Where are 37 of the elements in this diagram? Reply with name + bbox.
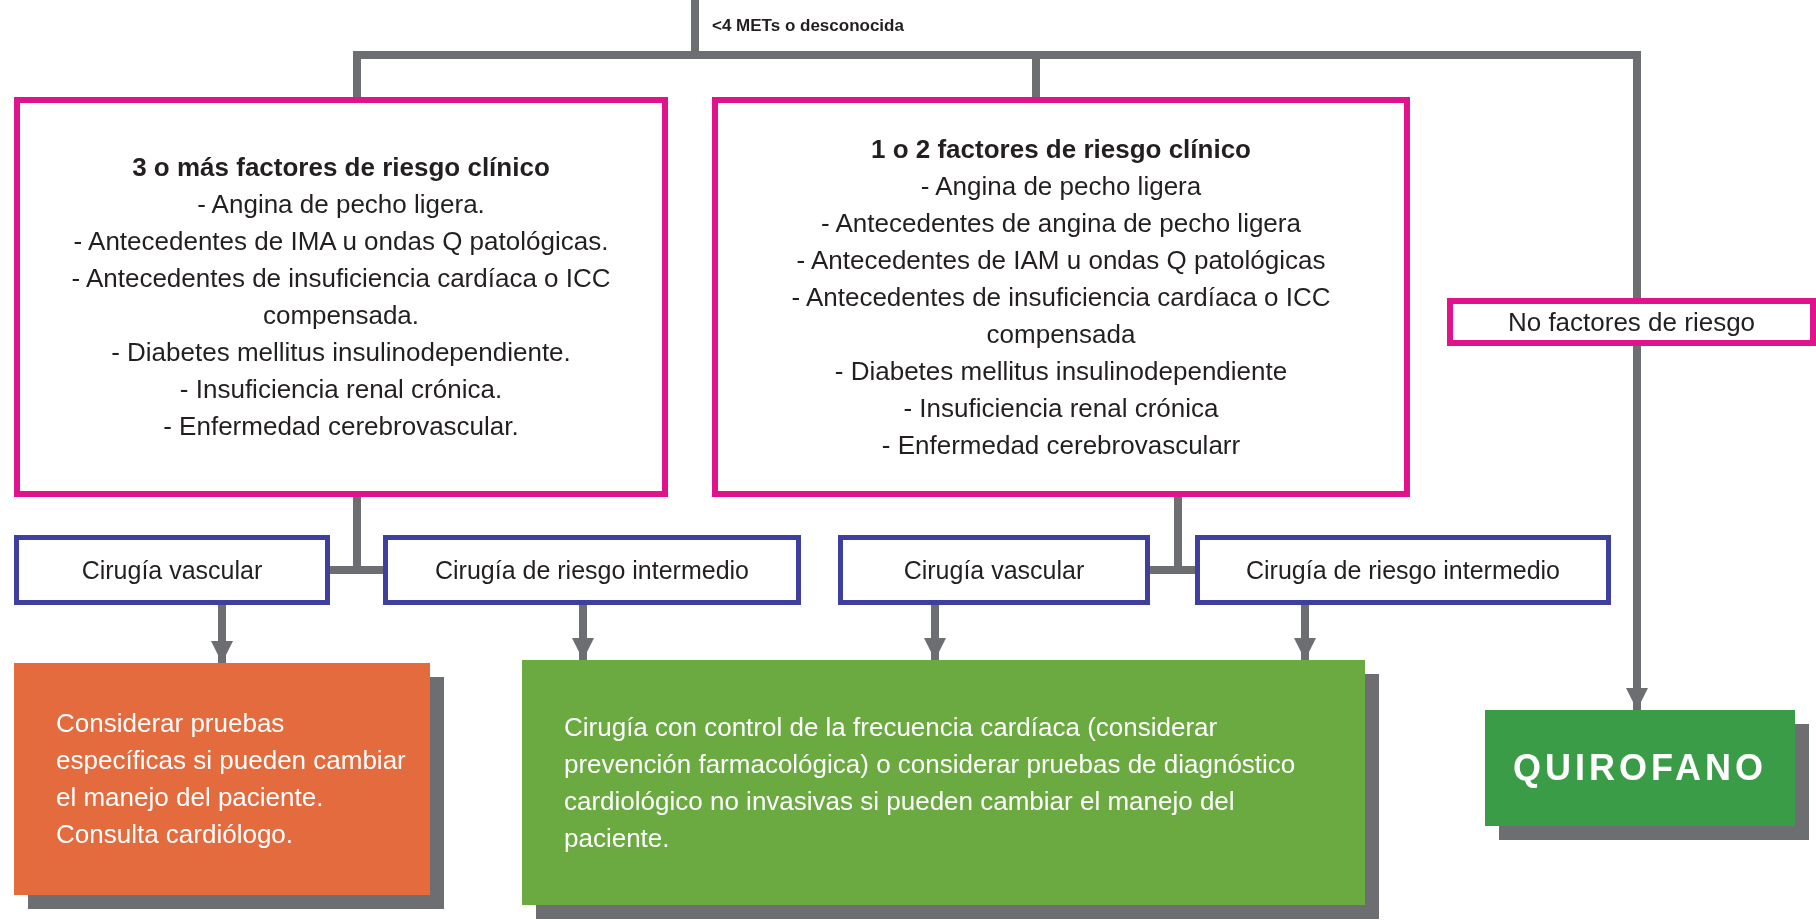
list-item: - Insuficiencia renal crónica xyxy=(902,391,1220,425)
risk-factor-box xyxy=(1447,298,1816,346)
list-item: - Diabetes mellitus insulinodependiente. xyxy=(110,336,572,369)
box-heading: 3 o más factores de riesgo clínico xyxy=(131,151,551,184)
arrow xyxy=(1294,605,1316,660)
list-item: - Antecedentes de IAM u ondas Q patológicas xyxy=(795,243,1327,277)
box-label: QUIROFANO xyxy=(1512,747,1768,789)
list-item: - Insuficiencia renal crónica. xyxy=(178,373,504,406)
list-item: - Antecedentes de IMA u ondas Q patológicas. xyxy=(72,225,610,258)
box-text: No factores de riesgo xyxy=(1506,305,1757,339)
box-text: Considerar pruebas específicas si pueden cambiar el manejo del paciente. xyxy=(56,707,407,814)
list-item: - Angina de pecho ligera. xyxy=(196,188,486,221)
list-item: - Angina de pecho ligera xyxy=(919,169,1203,203)
arrow xyxy=(572,605,594,660)
surgery-type-box xyxy=(1195,535,1611,605)
arrow xyxy=(1626,346,1648,710)
risk-factor-box xyxy=(712,97,1410,497)
box-heading: 1 o 2 factores de riesgo clínico xyxy=(870,132,1252,166)
box-text: Cirugía vascular xyxy=(902,555,1086,585)
box-text: Cirugía de riesgo intermedio xyxy=(433,555,751,585)
list-item: - Antecedentes de angina de pecho ligera xyxy=(820,206,1302,240)
list-item: - Antecedentes de insuficiencia cardíaca o ICC compensada. xyxy=(70,262,612,332)
box-text: Cirugía con control de la frecuencia cardíaca (considerar prevención farmacológica) o considerar pruebas de diagnóstico cardiológico no invasivas si pueden cambiar el manejo del paciente. xyxy=(564,710,1297,855)
box-text: Cirugía de riesgo intermedio xyxy=(1244,555,1562,585)
arrow xyxy=(924,605,946,660)
list-item: - Enfermedad cerebrovascular. xyxy=(162,410,520,443)
box-text: Consulta cardiólogo. xyxy=(56,818,295,851)
connector-line xyxy=(691,0,1641,298)
surgery-type-box xyxy=(383,535,801,605)
list-item: - Antecedentes de insuficiencia cardíaca o ICC compensada xyxy=(790,280,1332,351)
surgery-type-box xyxy=(838,535,1150,605)
box-text: Cirugía vascular xyxy=(80,555,264,585)
list-item: - Diabetes mellitus insulinodependiente xyxy=(833,354,1289,388)
list-item: - Enfermedad cerebrovascularr xyxy=(880,428,1242,462)
risk-factor-box xyxy=(14,97,668,497)
arrow xyxy=(211,605,233,663)
surgery-type-box xyxy=(14,535,330,605)
